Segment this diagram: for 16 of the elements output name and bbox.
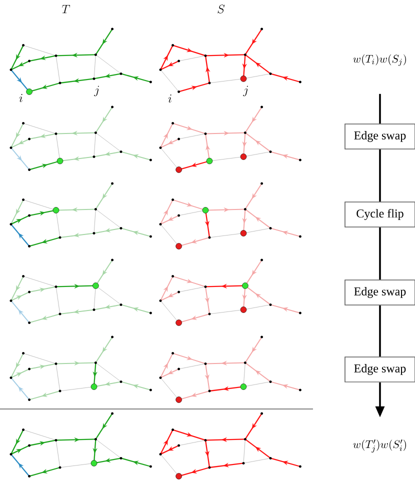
step-box: Cycle flip — [344, 202, 415, 228]
step-box: Edge swap — [344, 356, 415, 382]
vertex-label: $j$ — [94, 86, 99, 96]
step-box: Edge swap — [344, 124, 415, 150]
column-heading: $S$ — [218, 4, 225, 14]
column-heading: $T$ — [62, 4, 70, 14]
vertex-label: $j$ — [243, 86, 248, 96]
connector-line — [379, 149, 381, 202]
vertex-label: $i$ — [19, 94, 22, 102]
connector-line — [379, 227, 381, 280]
connector-line — [379, 305, 381, 357]
step-box: Edge swap — [344, 280, 415, 306]
formula: $w(T_i)w(S_j)$ — [353, 54, 406, 66]
vertex-label: $i$ — [168, 94, 172, 103]
connector-line — [379, 94, 381, 124]
formula: $w(T'_j)w(S'_i)$ — [353, 440, 406, 453]
